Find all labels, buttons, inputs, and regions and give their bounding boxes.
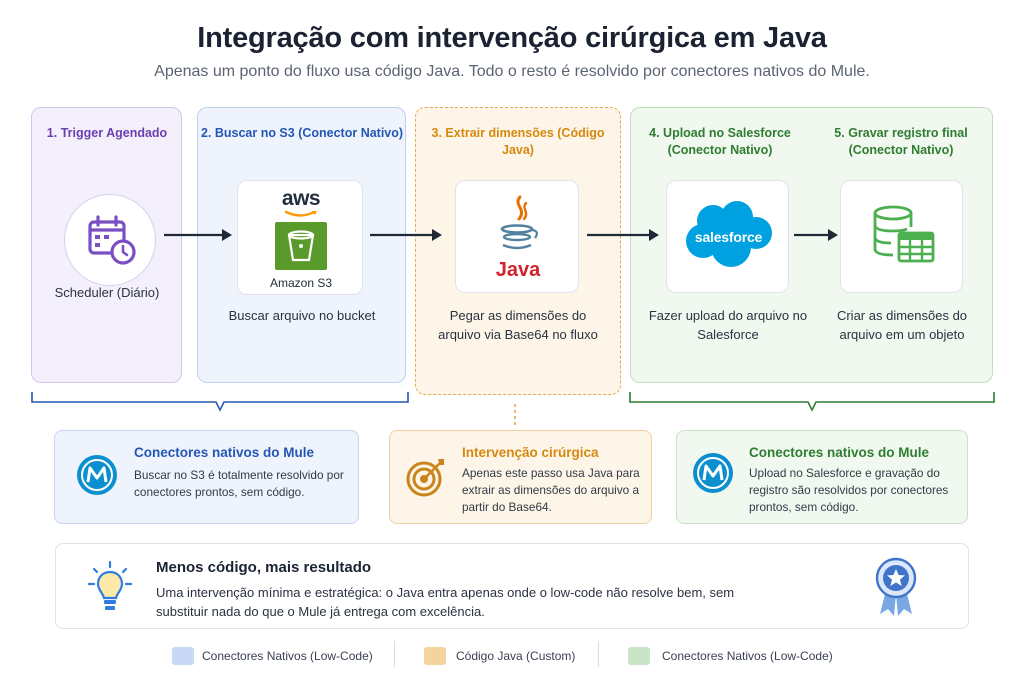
legend-item-native-2: Conectores Nativos (Low-Code)	[628, 646, 848, 666]
java-logo-text: Java	[495, 259, 541, 281]
flow-arrow-4	[794, 229, 838, 241]
s3-description: Buscar arquivo no bucket	[228, 308, 376, 323]
summary-box: Menos código, mais resultado Uma interve…	[55, 543, 969, 629]
info-native-s3-title: Conectores nativos do Mule	[134, 445, 315, 460]
legend-swatch-native-2	[628, 647, 650, 665]
database-description: Criar as dimensões do arquivo em um obje…	[836, 308, 968, 342]
summary-text: Uma intervenção mínima e estratégica: o …	[156, 585, 735, 619]
info-native-s3-text: Buscar no S3 é totalmente resolvido por …	[134, 468, 344, 499]
lightbulb-icon	[88, 560, 132, 610]
mulesoft-icon	[693, 453, 733, 493]
salesforce-description: Fazer upload do arquivo no Salesforce	[648, 308, 808, 342]
info-box-surgical: Intervenção cirúrgica Apenas este passo …	[389, 430, 652, 524]
salesforce-logo-text: salesforce	[694, 229, 763, 245]
step-4-title: 4. Upload no Salesforce (Conector Nativo…	[649, 126, 791, 157]
legend-label-native-1: Conectores Nativos (Low-Code)	[202, 649, 373, 663]
award-badge-icon	[875, 557, 917, 616]
summary-title: Menos código, mais resultado	[156, 559, 372, 576]
info-surgical-title: Intervenção cirúrgica	[462, 445, 599, 460]
calendar-clock-icon	[88, 215, 136, 265]
brace-green	[629, 392, 995, 412]
page-subtitle: Apenas um ponto do fluxo usa código Java…	[154, 63, 870, 80]
legend-swatch-native-1	[172, 647, 194, 665]
target-icon	[406, 459, 444, 497]
legend-label-native-2: Conectores Nativos (Low-Code)	[662, 649, 833, 663]
legend-item-java: Código Java (Custom)	[424, 646, 594, 666]
aws-logo-text: aws	[281, 187, 321, 210]
step-2-title: 2. Buscar no S3 (Conector Nativo)	[200, 126, 404, 140]
database-table-icon	[873, 205, 935, 263]
brace-blue	[31, 392, 409, 412]
page-title: Integração com intervenção cirúrgica em …	[197, 22, 827, 54]
info-box-native-s3: Conectores nativos do Mule Buscar no S3 …	[54, 430, 359, 524]
flow-arrow-1	[164, 229, 232, 241]
legend-item-native-1: Conectores Nativos (Low-Code)	[172, 646, 392, 666]
scheduler-label: Scheduler (Diário)	[54, 285, 160, 300]
salesforce-cloud-icon	[686, 201, 772, 267]
s3-label: Amazon S3	[269, 276, 333, 290]
info-box-native-salesforce: Conectores nativos do Mule Upload no Sal…	[676, 430, 968, 524]
java-icon	[500, 195, 539, 250]
info-native-salesforce-title: Conectores nativos do Mule	[749, 445, 930, 460]
legend-swatch-java	[424, 647, 446, 665]
mulesoft-icon	[77, 455, 117, 495]
aws-smile-icon	[284, 210, 317, 217]
s3-icon-card: aws Amazon S3	[237, 180, 363, 295]
java-icon-card: Java	[455, 180, 579, 293]
brace-orange	[514, 404, 516, 426]
salesforce-icon-card: salesforce	[666, 180, 789, 293]
java-description: Pegar as dimensões do arquivo via Base64…	[438, 308, 598, 342]
info-native-salesforce-text: Upload no Salesforce e gravação do regis…	[749, 466, 949, 514]
aws-s3-icon	[275, 222, 327, 270]
database-icon-card	[840, 180, 963, 293]
legend-divider	[394, 641, 395, 667]
info-surgical-text: Apenas este passo usa Java para extrair …	[462, 466, 640, 514]
scheduler-circle	[64, 194, 156, 286]
legend-label-java: Código Java (Custom)	[456, 649, 576, 663]
step-3-title: 3. Extrair dimensões (Código Java)	[431, 126, 605, 157]
step-5-title: 5. Gravar registro final (Conector Nativ…	[834, 126, 968, 157]
flow-arrow-3	[587, 229, 659, 241]
flow-arrow-2	[370, 229, 442, 241]
step-1-title: 1. Trigger Agendado	[46, 126, 168, 140]
legend-divider	[598, 641, 599, 667]
